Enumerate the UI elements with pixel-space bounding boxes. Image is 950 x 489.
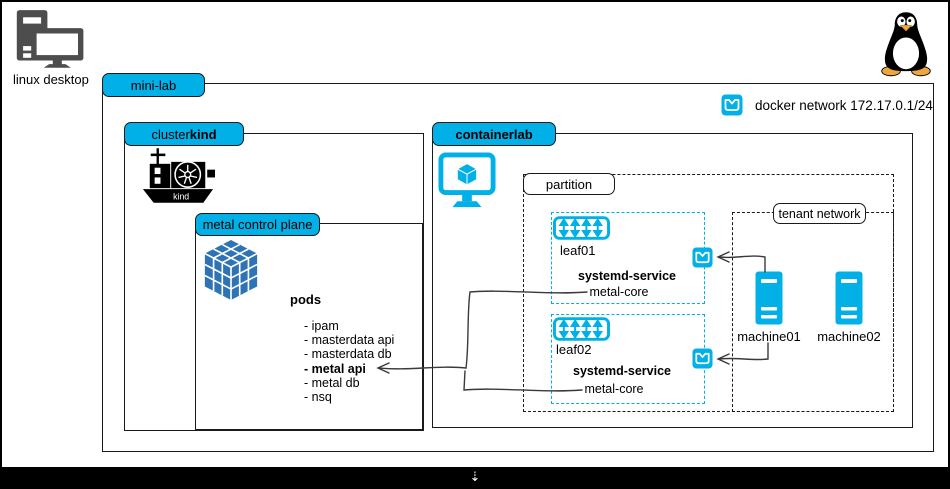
mini-lab-box bbox=[102, 83, 934, 452]
partition-label: partition bbox=[523, 173, 615, 195]
leaf02-service-name: metal-core bbox=[584, 382, 644, 396]
pod-item: - nsq bbox=[304, 390, 332, 405]
containerlab-box bbox=[432, 133, 913, 428]
docker-bridge-icon bbox=[692, 247, 713, 268]
pod-item: - masterdata api bbox=[304, 333, 395, 348]
pod-item: - metal db bbox=[304, 375, 360, 390]
pods-list: - ipam - masterdata api - masterdata db … bbox=[304, 319, 394, 404]
kind-ship-icon: kind bbox=[142, 148, 215, 203]
leaf01-switch-icon bbox=[553, 216, 610, 240]
leaf02-service-title: systemd-service bbox=[573, 364, 671, 378]
tux-penguin-icon bbox=[881, 12, 931, 77]
leaf01-service-title: systemd-service bbox=[578, 269, 676, 283]
linux-desktop-label: linux desktop bbox=[13, 72, 89, 87]
leaf01-service-name: metal-core bbox=[589, 285, 649, 299]
docker-network-label: docker network 172.17.0.1/24 bbox=[755, 97, 933, 113]
cluster-kind-box bbox=[124, 133, 424, 431]
linux-desktop-icon bbox=[16, 10, 84, 68]
mini-lab-label: mini-lab bbox=[102, 73, 205, 97]
docker-bridge-icon bbox=[692, 348, 713, 369]
containerlab-monitor-icon bbox=[438, 152, 496, 208]
kind-hull-text: kind bbox=[173, 191, 189, 201]
cube-icon bbox=[204, 240, 258, 300]
metal-control-plane-label: metal control plane bbox=[195, 213, 320, 236]
docker-network-icon bbox=[721, 94, 743, 116]
pod-item: - masterdata db bbox=[304, 347, 392, 362]
machine02-server-icon bbox=[835, 271, 863, 325]
leaf01-name: leaf01 bbox=[560, 243, 596, 258]
containerlab-label: containerlab bbox=[432, 122, 556, 146]
machine02-label: machine02 bbox=[817, 329, 881, 344]
machine01-label: machine01 bbox=[737, 329, 801, 344]
scroll-down-arrow-icon: ⇣ bbox=[469, 469, 481, 485]
pod-item: - ipam bbox=[304, 319, 339, 333]
pods-title: pods bbox=[290, 292, 322, 307]
machine01-server-icon bbox=[755, 271, 783, 325]
leaf02-switch-icon bbox=[553, 317, 610, 341]
cluster-kind-label: cluster kind bbox=[124, 122, 244, 146]
pod-item-metal-api: - metal api bbox=[304, 361, 366, 376]
tenant-network-label: tenant network bbox=[773, 203, 866, 224]
bottom-bar: ⇣ bbox=[2, 467, 948, 487]
leaf02-name: leaf02 bbox=[556, 342, 592, 357]
